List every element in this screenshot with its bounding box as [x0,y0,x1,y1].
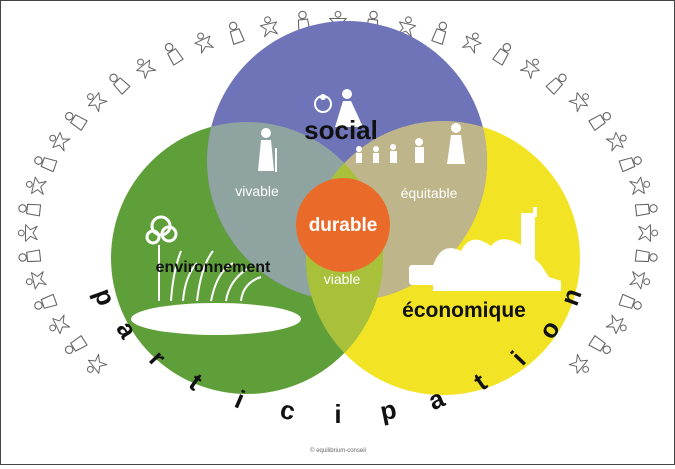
equitable-label: équitable [401,185,458,201]
viable-label: viable [324,271,361,287]
person-figure-icon [604,312,631,338]
person-figure-icon [431,20,450,45]
copyright-credit: © equilibrium-conseil [310,447,366,454]
person-figure-icon [106,70,131,95]
social-label: social [304,115,378,145]
person-figure-icon [460,29,485,55]
person-figure-icon [518,53,545,81]
durable-center [296,178,390,272]
person-figure-icon [628,174,652,197]
durable-label: durable [309,215,378,236]
person-figure-icon [638,224,659,242]
ring-letter: p [377,394,399,427]
person-figure-icon [82,352,109,379]
person-figure-icon [588,335,614,357]
environnement-label: environnement [156,259,271,276]
person-figure-icon [492,40,515,66]
person-figure-icon [17,201,42,217]
person-figure-icon [17,249,42,264]
person-figure-icon [226,20,245,45]
person-figure-icon [24,174,48,197]
person-figure-icon [32,153,58,173]
person-figure-icon [634,249,659,264]
ring-letter: p [88,284,122,309]
nature-icon [131,215,301,335]
person-figure-icon [567,352,594,379]
person-figure-icon [82,87,109,114]
person-figure-icon [545,70,570,95]
person-figure-icon [618,293,644,313]
person-figure-icon [45,128,72,154]
ring-letter: c [278,394,298,426]
person-figure-icon [62,109,88,131]
person-figure-icon [23,269,48,292]
person-figure-icon [131,53,158,81]
person-figure-icon [618,153,644,173]
people-icon [258,89,465,172]
industry-icon [409,207,561,291]
person-figure-icon [62,335,88,357]
ring-letter: i [334,399,341,429]
person-figure-icon [588,109,614,131]
person-figure-icon [45,312,72,338]
person-figure-icon [604,128,631,154]
person-figure-icon [32,293,58,313]
person-figure-icon [258,14,280,38]
person-figure-icon [17,224,38,242]
person-figure-icon [191,29,216,55]
vivable-label: vivable [235,183,279,199]
person-figure-icon [567,87,594,114]
person-figure-icon [634,201,659,217]
economique-label: économique [402,299,526,322]
person-figure-icon [628,269,653,292]
person-figure-icon [161,40,184,66]
